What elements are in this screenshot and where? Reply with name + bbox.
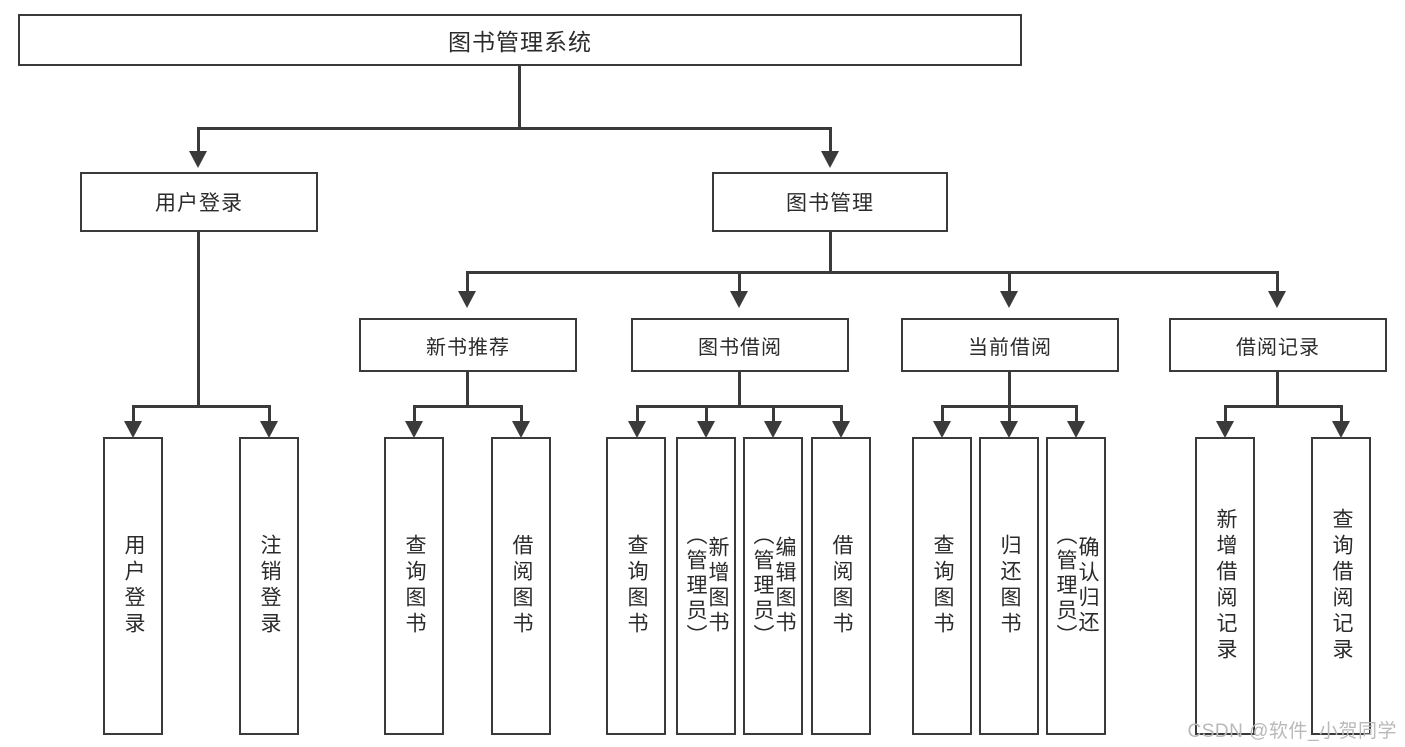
- arrowhead-book-borrow: [730, 291, 748, 308]
- node-leaf-bb-query-book[interactable]: 查询图书: [606, 437, 666, 735]
- arrowhead-bb-add-book: [697, 421, 715, 438]
- connector-br-drop-2: [1340, 405, 1343, 421]
- arrowhead-book-mgmt: [821, 151, 839, 168]
- node-leaf-cb-return-book[interactable]: 归还图书: [979, 437, 1039, 735]
- arrowhead-nb-borrow-book: [512, 421, 530, 438]
- node-leaf-user-login[interactable]: 用户登录: [103, 437, 163, 735]
- connector-cb-drop-2: [1008, 405, 1011, 421]
- node-label: 图书管理系统: [448, 29, 592, 55]
- node-leaf-bb-edit-book[interactable]: 编辑图书 （管理员）: [743, 437, 803, 735]
- arrowhead-user-login: [189, 151, 207, 168]
- connector-book-borrow-bus: [636, 405, 843, 408]
- connector-book-mgmt-stem: [829, 232, 832, 271]
- node-leaf-logout[interactable]: 注销登录: [239, 437, 299, 735]
- connector-bb-drop-3: [772, 405, 775, 421]
- connector-cb-drop-1: [941, 405, 944, 421]
- node-leaf-nb-query-book[interactable]: 查询图书: [384, 437, 444, 735]
- node-leaf-bb-add-book[interactable]: 新增图书 （管理员）: [676, 437, 736, 735]
- arrowhead-bb-borrow-book: [832, 421, 850, 438]
- connector-user-login-bus: [132, 405, 270, 408]
- node-leaf-br-add-record[interactable]: 新增借阅记录: [1195, 437, 1255, 735]
- node-book-management[interactable]: 图书管理: [712, 172, 948, 232]
- node-label: 用户登录: [122, 534, 146, 638]
- connector-user-login-drop-2: [268, 405, 271, 421]
- arrowhead-leaf-user-login: [124, 421, 142, 438]
- connector-br-drop-1: [1224, 405, 1227, 421]
- connector-new-book-drop-1: [413, 405, 416, 421]
- connector-book-mgmt-drop-2: [738, 271, 741, 291]
- arrowhead-cb-return-book: [1000, 421, 1018, 438]
- node-label: 当前借阅: [968, 336, 1052, 359]
- connector-user-login-drop-1: [132, 405, 135, 421]
- arrowhead-br-query-record: [1332, 421, 1350, 438]
- node-leaf-nb-borrow-book[interactable]: 借阅图书: [491, 437, 551, 735]
- connector-book-mgmt-drop-1: [466, 271, 469, 291]
- node-borrow-record[interactable]: 借阅记录: [1169, 318, 1387, 372]
- watermark-text: CSDN @软件_小贺同学: [1187, 721, 1397, 742]
- arrowhead-nb-query-book: [405, 421, 423, 438]
- connector-root-to-book-mgmt: [829, 127, 832, 151]
- node-label: 新增图书 （管理员）: [684, 523, 730, 649]
- connector-cb-drop-3: [1075, 405, 1078, 421]
- node-current-borrow[interactable]: 当前借阅: [901, 318, 1119, 372]
- connector-borrow-record-bus: [1224, 405, 1343, 408]
- connector-borrow-record-stem: [1276, 372, 1279, 405]
- arrowhead-current-borrow: [1000, 291, 1018, 308]
- node-leaf-br-query-record[interactable]: 查询借阅记录: [1311, 437, 1371, 735]
- node-label: 查询图书: [625, 534, 649, 638]
- node-label: 图书借阅: [698, 336, 782, 359]
- node-leaf-cb-confirm-return[interactable]: 确认归还 （管理员）: [1046, 437, 1106, 735]
- connector-root-stem: [518, 66, 521, 127]
- node-label: 图书管理: [786, 192, 874, 215]
- connector-book-mgmt-drop-4: [1276, 271, 1279, 291]
- node-label: 查询图书: [403, 534, 427, 638]
- node-label: 新增借阅记录: [1214, 508, 1238, 664]
- node-label: 新书推荐: [426, 336, 510, 359]
- arrowhead-br-add-record: [1216, 421, 1234, 438]
- connector-book-borrow-stem: [738, 372, 741, 405]
- node-user-login[interactable]: 用户登录: [80, 172, 318, 232]
- node-label: 编辑图书 （管理员）: [751, 523, 797, 649]
- connector-new-book-stem: [466, 372, 469, 405]
- arrowhead-leaf-logout: [260, 421, 278, 438]
- arrowhead-cb-query-book: [933, 421, 951, 438]
- arrowhead-bb-edit-book: [764, 421, 782, 438]
- node-label: 用户登录: [155, 192, 243, 215]
- connector-new-book-bus: [413, 405, 523, 408]
- node-leaf-cb-query-book[interactable]: 查询图书: [912, 437, 972, 735]
- connector-current-borrow-stem: [1008, 372, 1011, 405]
- node-new-book-recommend[interactable]: 新书推荐: [359, 318, 577, 372]
- arrowhead-borrow-record: [1268, 291, 1286, 308]
- node-label: 借阅图书: [830, 534, 854, 638]
- node-label: 借阅记录: [1236, 336, 1320, 359]
- connector-user-login-stem: [197, 232, 200, 405]
- connector-new-book-drop-2: [520, 405, 523, 421]
- connector-bb-drop-1: [636, 405, 639, 421]
- arrowhead-cb-confirm-return: [1067, 421, 1085, 438]
- node-label: 查询图书: [931, 534, 955, 638]
- connector-book-mgmt-drop-3: [1008, 271, 1011, 291]
- node-label: 借阅图书: [510, 534, 534, 638]
- node-root-system[interactable]: 图书管理系统: [18, 14, 1022, 66]
- arrowhead-bb-query-book: [628, 421, 646, 438]
- node-label: 查询借阅记录: [1330, 508, 1354, 664]
- connector-bb-drop-2: [705, 405, 708, 421]
- node-book-borrow[interactable]: 图书借阅: [631, 318, 849, 372]
- connector-bb-drop-4: [840, 405, 843, 421]
- node-leaf-bb-borrow-book[interactable]: 借阅图书: [811, 437, 871, 735]
- connector-root-bus: [197, 127, 831, 130]
- connector-book-mgmt-bus: [466, 271, 1278, 274]
- node-label: 归还图书: [998, 534, 1022, 638]
- arrowhead-new-book-recommend: [458, 291, 476, 308]
- node-label: 确认归还 （管理员）: [1054, 523, 1100, 649]
- connector-root-to-user-login: [197, 127, 200, 151]
- node-label: 注销登录: [258, 534, 282, 638]
